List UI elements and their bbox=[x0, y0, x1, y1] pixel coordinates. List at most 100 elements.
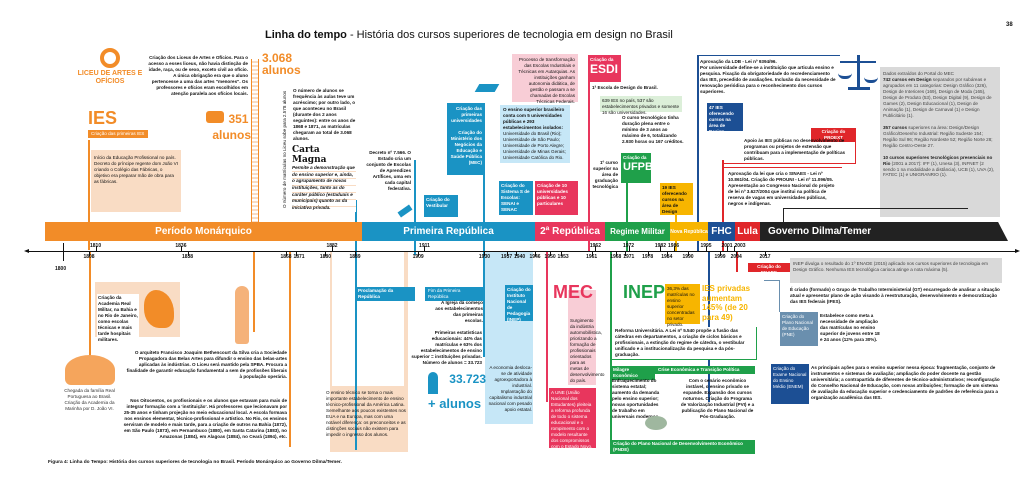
tick-mark bbox=[647, 251, 649, 256]
lion-icon bbox=[144, 290, 174, 328]
bethencourt-text: O arquiteto Francisco Joaquim Bethencour… bbox=[126, 350, 287, 379]
connector bbox=[626, 180, 628, 252]
dez-universidades-box: Criação de 10 universidades públicas e 1… bbox=[535, 181, 578, 215]
esdi-text: 1ª Escola de Design do Brasil. bbox=[592, 85, 658, 90]
tick-label-1838: 1838 bbox=[181, 254, 194, 260]
tick-mark bbox=[625, 251, 627, 256]
milagre-bar: Milagre Econômico bbox=[610, 366, 655, 380]
tick-mark bbox=[418, 251, 420, 256]
ies-639-box: 639 IES no país, 537 são estabelecimento… bbox=[600, 96, 682, 115]
tick-label-1986: 1986 bbox=[668, 243, 680, 249]
enade-box: INEP divulga o resultado do 1º ENADE (20… bbox=[790, 258, 1002, 283]
carta-magna: Carta Magna Permite a demonstração que d… bbox=[292, 145, 356, 212]
tick-mark bbox=[286, 251, 288, 256]
tick-label-1871: 1871 bbox=[293, 254, 305, 260]
tick-label-1911: 1911 bbox=[419, 243, 430, 249]
mec-title: MEC bbox=[553, 282, 593, 302]
tick-mark bbox=[95, 246, 97, 251]
classroom-icon bbox=[206, 111, 224, 123]
crise-text: Com o cenário econômico instável, o ensi… bbox=[680, 378, 755, 419]
period-fhc[interactable]: FHC bbox=[708, 222, 735, 241]
period-dilma-temer[interactable]: Governo Dilma/Temer bbox=[760, 222, 1008, 241]
connector bbox=[697, 55, 699, 251]
figure-caption: Figura 4: Linha do Tempo: História dos c… bbox=[48, 460, 342, 465]
liceu-text: Criação dos Liceus de Artes e Ofícios. P… bbox=[148, 55, 248, 96]
tick-mark bbox=[688, 251, 689, 256]
connector bbox=[483, 172, 485, 357]
students-ruler bbox=[251, 59, 259, 222]
tick-label-1889: 1889 bbox=[349, 254, 361, 260]
inep-title: INEP bbox=[623, 282, 666, 302]
proext-text: Apoio às IES públicas no desenvolvimento… bbox=[724, 136, 856, 164]
period-nova-republica[interactable]: Nova República bbox=[670, 222, 708, 241]
university-item: Universidade do Brasil (Rio); bbox=[503, 130, 562, 136]
proext-label: Criação do PROEXT bbox=[811, 128, 856, 142]
mec-pink-band bbox=[568, 290, 596, 385]
tick-label-1946: 1946 bbox=[529, 254, 541, 260]
igreja-text: A Igreja dá começo aos estabelecimentos … bbox=[435, 300, 483, 323]
axis-arrow-left-icon bbox=[24, 249, 29, 253]
tick-label-1961: 1961 bbox=[586, 254, 598, 260]
matriculas-text: Primeiras estatísticas educacionais: 44%… bbox=[411, 330, 482, 365]
period-segunda-republica[interactable]: 2ª República bbox=[535, 222, 605, 241]
tick-label-1953: 1953 bbox=[557, 254, 569, 260]
mec-text: Surgimento da indústria automobilística,… bbox=[570, 318, 605, 383]
title-bold: Linha do tempo bbox=[265, 29, 347, 41]
tick-mark bbox=[666, 251, 668, 256]
ies-privadas-text: IES privadas aumentam 145% (de 20 para 4… bbox=[702, 284, 751, 322]
white-inset bbox=[332, 252, 404, 386]
tick-label-1962: 1962 bbox=[589, 243, 601, 249]
economia-text: A economia desloca-se de atividade agroe… bbox=[488, 365, 532, 412]
tick-label-2004: 2004 bbox=[730, 254, 742, 260]
classroom-icon bbox=[428, 372, 438, 394]
university-item: Universidade de São Paulo; bbox=[503, 136, 560, 142]
enem-box: Criação do Exame Nacional do Ensino Médi… bbox=[771, 364, 809, 404]
tick-label-1995: 1995 bbox=[700, 243, 712, 249]
tick-mark bbox=[332, 246, 333, 251]
students-351: 351 alunos bbox=[206, 110, 251, 142]
matriculas-363-box: 36,3% das matrículas no ensino superior … bbox=[665, 284, 700, 327]
connector bbox=[546, 252, 548, 402]
tecnologo-text: O curso tecnológico tinha duração plena … bbox=[622, 115, 684, 144]
tick-mark bbox=[561, 251, 563, 256]
esdi-box: Criação da ESDI bbox=[588, 55, 621, 82]
period-regime-militar[interactable]: Regime Militar bbox=[605, 222, 670, 241]
tick-label-1868: 1868 bbox=[280, 254, 292, 260]
tick-mark bbox=[720, 251, 721, 256]
tick-mark bbox=[615, 251, 617, 256]
tick-mark bbox=[506, 251, 508, 256]
proclamacao-label: Proclamação da República bbox=[355, 287, 415, 301]
period-monarquico[interactable]: Período Monárquico bbox=[45, 222, 362, 241]
tick-label-1880: 1880 bbox=[319, 254, 331, 260]
connector bbox=[610, 252, 612, 452]
tick-label-1808: 1808 bbox=[83, 254, 95, 260]
ies-title: IES bbox=[88, 108, 118, 128]
mannequin-icon bbox=[235, 286, 249, 344]
tick-mark bbox=[706, 246, 707, 251]
enem-text: As principais ações para o ensino superi… bbox=[811, 365, 1000, 400]
gavel-icon bbox=[397, 204, 413, 218]
pne-text: Estabelece como meta a necessidade de am… bbox=[820, 313, 880, 342]
tick-label-2001: 2001 bbox=[721, 243, 733, 249]
connector bbox=[722, 160, 724, 252]
period-lula[interactable]: Lula bbox=[735, 222, 760, 241]
tick-label-1950: 1950 bbox=[544, 254, 556, 260]
tick-label-1930: 1930 bbox=[478, 254, 491, 260]
period-primeira-republica[interactable]: Primeira República bbox=[362, 222, 535, 241]
liceu-logo: LICEU DE ARTES E OFÍCIOS bbox=[70, 48, 150, 85]
university-item: Universidade Católica do Rio. bbox=[503, 154, 564, 160]
tick-mark bbox=[516, 251, 518, 256]
connector bbox=[736, 252, 738, 272]
axis-start-marker bbox=[63, 243, 64, 261]
light-blue-band bbox=[485, 252, 533, 424]
connector bbox=[355, 200, 357, 450]
tick-label-1836: 1836 bbox=[175, 243, 187, 249]
decreto-text: Decreto nº 7.566. O Estado cria um conju… bbox=[366, 150, 411, 191]
connector bbox=[414, 160, 416, 255]
crise-bar: Crise Econômica e Transição Política bbox=[655, 366, 755, 374]
ies-19-box: 19 IES oferecendo cursos na área de Desi… bbox=[660, 183, 693, 215]
lula-bracket bbox=[783, 208, 968, 222]
tick-mark bbox=[765, 251, 766, 256]
title-rest: - História dos cursos superiores de tecn… bbox=[346, 29, 673, 41]
piggy-bank-icon bbox=[645, 416, 667, 430]
